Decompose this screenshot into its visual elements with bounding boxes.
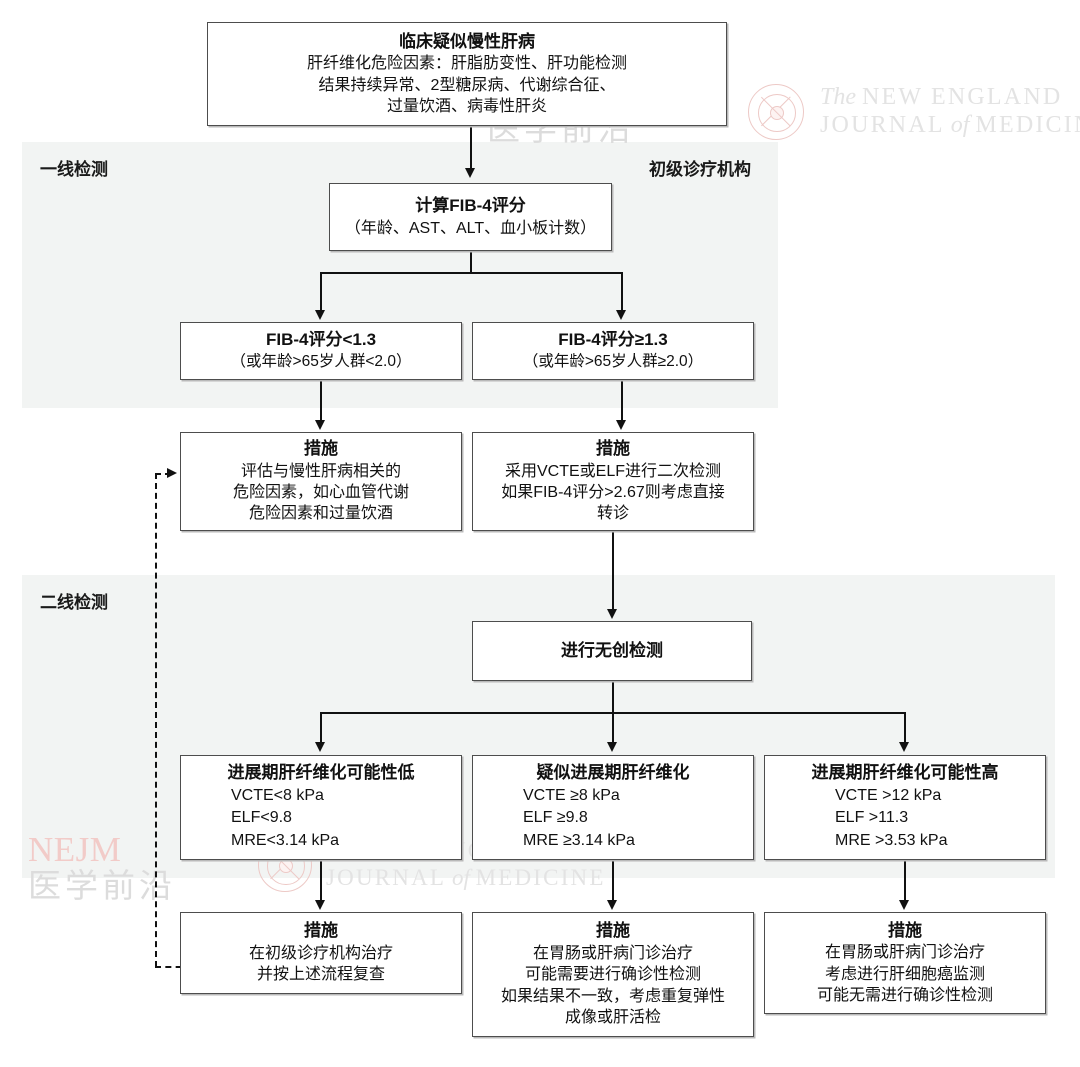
connector-noninvasive-down <box>612 681 614 713</box>
connector-resultlow-to-finallow <box>320 860 322 902</box>
node-finalhigh-line-2: 可能无需进行确诊性检测 <box>816 986 993 1004</box>
node-final-action-high[interactable]: 措施 在胃肠或肝病门诊治疗 考虑进行肝细胞癌监测 可能无需进行确诊性检测 <box>764 912 1046 1014</box>
arrowhead-actionlow <box>315 420 325 430</box>
caption-second-line: 二线检测 <box>40 593 108 612</box>
arrowhead-final-mid <box>607 900 617 910</box>
node-actionhigh-line-2: 转诊 <box>596 505 629 523</box>
node-fib4-score-high[interactable]: FIB-4评分≥1.3 （或年龄>65岁人群≥2.0） <box>472 322 754 380</box>
connector-actionhigh-to-noninvasive <box>612 531 614 611</box>
node-actionlow-title: 措施 <box>304 439 338 459</box>
node-result-high-probability[interactable]: 进展期肝纤维化可能性高 VCTE >12 kPa ELF >11.3 MRE >… <box>764 755 1046 860</box>
node-suspected-chronic-liver-disease[interactable]: 临床疑似慢性肝病 肝纤维化危险因素：肝脂肪变性、肝功能检测 结果持续异常、2型糖… <box>207 22 727 126</box>
node-action-low-risk[interactable]: 措施 评估与慢性肝病相关的 危险因素，如心血管代谢 危险因素和过量饮酒 <box>180 432 462 531</box>
node-finalhigh-line-0: 在胃肠或肝病门诊治疗 <box>824 944 985 962</box>
connector-resulthigh-to-finalhigh <box>904 860 906 902</box>
arrowhead-result-mid <box>607 742 617 752</box>
node-resultlow-line-1: ELF<9.8 <box>231 809 292 827</box>
nejm-logo-watermark-top: The NEW ENGLAND JOURNAL of MEDICINE <box>748 84 1080 140</box>
node-fib4calc-title: 计算FIB-4评分 <box>415 196 526 216</box>
node-finallow-title: 措施 <box>304 921 338 941</box>
connector-fib4-left-branch <box>320 272 322 312</box>
node-noninvasive-testing[interactable]: 进行无创检测 <box>472 621 752 681</box>
arrowhead-feedback <box>167 468 177 478</box>
node-actionlow-line-1: 危险因素，如心血管代谢 <box>232 484 409 501</box>
node-finalhigh-line-1: 考虑进行肝细胞癌监测 <box>824 965 985 983</box>
node-result-low-probability[interactable]: 进展期肝纤维化可能性低 VCTE<8 kPa ELF<9.8 MRE<3.14 … <box>180 755 462 860</box>
node-final-action-mid[interactable]: 措施 在胃肠或肝病门诊治疗 可能需要进行确诊性检测 如果结果不一致，考虑重复弹性… <box>472 912 754 1037</box>
node-finalmid-line-2: 如果结果不一致，考虑重复弹性 <box>500 987 725 1005</box>
connector-resultmid-to-finalmid <box>612 860 614 902</box>
connector-fib4high-to-actionhigh <box>621 380 623 422</box>
node-finalhigh-title: 措施 <box>888 920 922 940</box>
arrowhead-noninvasive <box>607 609 617 619</box>
node-resultmid-line-1: ELF ≥9.8 <box>523 809 588 827</box>
node-suspected-line-1: 结果持续异常、2型糖尿病、代谢综合征、 <box>318 76 616 94</box>
node-resultmid-line-0: VCTE ≥8 kPa <box>523 786 620 804</box>
arrowhead-actionhigh <box>616 420 626 430</box>
node-resultlow-line-2: MRE<3.14 kPa <box>231 832 340 850</box>
node-finallow-line-1: 并按上述流程复查 <box>256 966 385 984</box>
connector-branch-high <box>904 712 906 744</box>
node-fib4low-line-0: （或年龄>65岁人群<2.0） <box>230 352 412 370</box>
node-actionhigh-title: 措施 <box>596 439 630 459</box>
nejm-medicine-1: MEDICINE <box>975 112 1080 138</box>
node-actionlow-line-2: 危险因素和过量饮酒 <box>248 505 393 523</box>
node-resultmid-line-2: MRE ≥3.14 kPa <box>523 832 635 850</box>
node-actionhigh-line-0: 采用VCTE或ELF进行二次检测 <box>504 462 722 480</box>
node-result-suspected-advanced[interactable]: 疑似进展期肝纤维化 VCTE ≥8 kPa ELF ≥9.8 MRE ≥3.14… <box>472 755 754 860</box>
arrowhead-final-low <box>315 900 325 910</box>
node-fib4low-title: FIB-4评分<1.3 <box>265 330 377 350</box>
connector-fib4-right-branch <box>621 272 623 312</box>
node-finalmid-title: 措施 <box>596 921 630 941</box>
nejm-of-1: of <box>950 112 970 138</box>
node-suspected-line-2: 过量饮酒、病毒性肝炎 <box>386 97 547 115</box>
nejm-seal-icon <box>748 84 804 140</box>
node-fib4calc-line-0: （年龄、AST、ALT、血小板计数） <box>344 219 597 237</box>
arrowhead-result-high <box>899 742 909 752</box>
connector-branch-low <box>320 712 322 744</box>
arrowhead-result-low <box>315 742 325 752</box>
node-finalmid-line-3: 成像或肝活检 <box>564 1009 661 1027</box>
node-actionhigh-line-1: 如果FIB-4评分>2.67则考虑直接 <box>501 484 725 501</box>
connector-branch-mid <box>612 712 614 744</box>
node-suspected-title: 临床疑似慢性肝病 <box>399 31 535 51</box>
caption-first-line: 一线检测 <box>40 160 108 179</box>
arrowhead-fib4-high <box>616 310 626 320</box>
node-fib4high-title: FIB-4评分≥1.3 <box>558 330 668 350</box>
nejm-newengland-1: NEW ENGLAND <box>862 84 1063 111</box>
node-resultlow-line-0: VCTE<8 kPa <box>231 786 324 804</box>
node-action-high-risk[interactable]: 措施 采用VCTE或ELF进行二次检测 如果FIB-4评分>2.67则考虑直接 … <box>472 432 754 531</box>
connector-fib4-split <box>320 272 622 274</box>
node-resulthigh-line-2: MRE >3.53 kPa <box>835 832 948 850</box>
node-finalmid-line-1: 可能需要进行确诊性检测 <box>524 966 701 984</box>
node-fib4high-line-0: （或年龄>65岁人群≥2.0） <box>522 352 704 370</box>
node-noninvasive-title: 进行无创检测 <box>561 640 663 660</box>
node-finalmid-line-0: 在胃肠或肝病门诊治疗 <box>532 944 693 962</box>
connector-suspected-to-fib4 <box>470 126 472 170</box>
node-resultmid-title: 疑似进展期肝纤维化 <box>536 763 690 783</box>
node-fib4-score-low[interactable]: FIB-4评分<1.3 （或年龄>65岁人群<2.0） <box>180 322 462 380</box>
feedback-dashed-top <box>155 473 171 475</box>
node-resulthigh-line-0: VCTE >12 kPa <box>835 786 942 804</box>
arrowhead-suspected-to-fib4 <box>465 168 475 178</box>
node-resultlow-title: 进展期肝纤维化可能性低 <box>227 763 415 783</box>
nejm-journal-1: JOURNAL <box>820 112 945 138</box>
connector-fib4low-to-actionlow <box>320 380 322 422</box>
node-actionlow-line-0: 评估与慢性肝病相关的 <box>240 462 401 480</box>
caption-primary-care: 初级诊疗机构 <box>649 160 751 179</box>
node-final-action-low[interactable]: 措施 在初级诊疗机构治疗 并按上述流程复查 <box>180 912 462 994</box>
node-calculate-fib4-score[interactable]: 计算FIB-4评分 （年龄、AST、ALT、血小板计数） <box>329 183 612 251</box>
node-resulthigh-line-1: ELF >11.3 <box>835 809 909 827</box>
feedback-dashed-vertical <box>155 473 157 967</box>
arrowhead-final-high <box>899 900 909 910</box>
node-suspected-line-0: 肝纤维化危险因素：肝脂肪变性、肝功能检测 <box>306 55 627 73</box>
nejm-the-1: The <box>820 84 856 111</box>
node-resulthigh-title: 进展期肝纤维化可能性高 <box>811 763 999 783</box>
node-finallow-line-0: 在初级诊疗机构治疗 <box>248 944 393 962</box>
arrowhead-fib4-low <box>315 310 325 320</box>
nejm-wordmark-top-right: The NEW ENGLAND JOURNAL of MEDICINE <box>820 84 1080 140</box>
connector-fib4-down <box>470 251 472 273</box>
